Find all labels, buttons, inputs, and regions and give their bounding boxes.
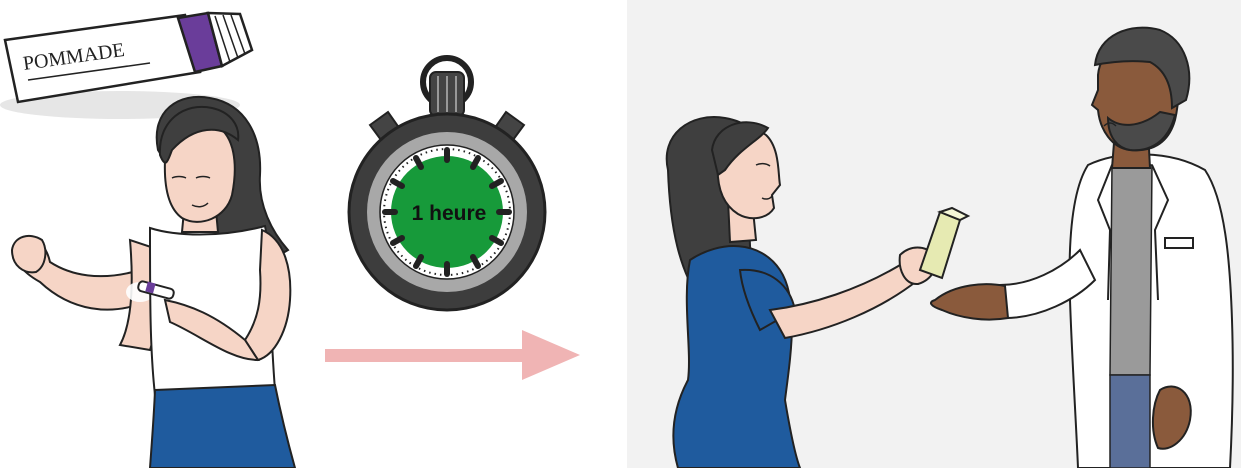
medicine-box — [920, 212, 960, 278]
woman-returning-item — [667, 117, 968, 468]
woman-applying-ointment — [12, 97, 295, 468]
pharmacist — [931, 28, 1233, 468]
stopwatch: 1 heure — [349, 58, 545, 310]
timer-label: 1 heure — [412, 202, 487, 225]
right-arrow — [325, 330, 580, 380]
